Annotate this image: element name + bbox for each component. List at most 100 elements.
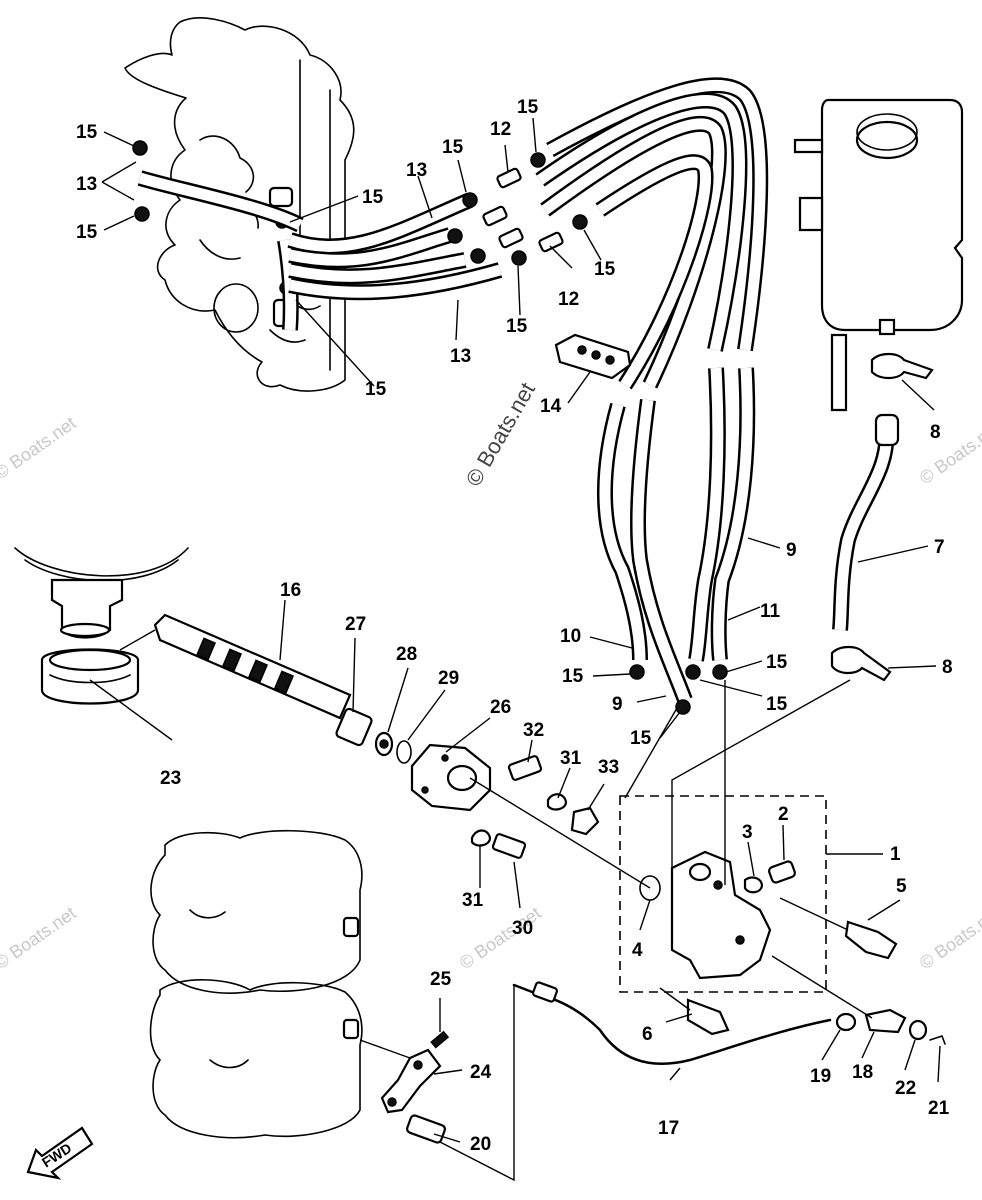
washer-3 — [743, 876, 764, 894]
callout-13b: 13 — [406, 160, 427, 181]
callout-32: 32 — [523, 720, 544, 741]
callout-22: 22 — [895, 1078, 916, 1099]
callout-25: 25 — [430, 969, 452, 990]
watermark-top-left: © Boats.net — [0, 413, 80, 483]
clip-15-l — [675, 699, 691, 715]
callout-2: 2 — [778, 804, 789, 825]
callout-18: 18 — [852, 1062, 873, 1083]
callout-16: 16 — [280, 580, 301, 601]
callout-30: 30 — [512, 918, 533, 939]
callout-15j: 15 — [766, 652, 788, 673]
callout-11: 11 — [760, 601, 781, 622]
clip-15-h — [572, 214, 588, 230]
leader-lines — [89, 117, 941, 1182]
lever-24 — [380, 1048, 442, 1114]
fitting-6 — [686, 998, 730, 1036]
callout-1: 1 — [890, 844, 901, 865]
callout-28: 28 — [396, 644, 417, 665]
callout-15a: 15 — [76, 122, 98, 143]
clip-15-c — [462, 192, 478, 208]
drive-gear-assembly — [14, 547, 189, 705]
callout-29: 29 — [438, 668, 459, 689]
nut-19 — [835, 1012, 857, 1032]
control-rod-17 — [512, 981, 946, 1065]
callout-20: 20 — [470, 1134, 491, 1155]
callout-15g: 15 — [506, 316, 528, 337]
pin-25 — [430, 1030, 450, 1049]
watermarks: © Boats.net © Boats.net © Boats.net © Bo… — [0, 378, 982, 973]
callout-21: 21 — [928, 1098, 950, 1119]
oring-29 — [396, 740, 412, 764]
watermark-center: © Boats.net — [461, 378, 540, 490]
fitting-5 — [844, 920, 898, 960]
spring-20 — [406, 1114, 446, 1144]
callout-3: 3 — [742, 822, 753, 843]
callout-6: 6 — [642, 1024, 653, 1045]
clip-15-d — [447, 228, 463, 244]
clip-15-f — [511, 250, 527, 266]
clip-15-g — [530, 152, 546, 168]
part-14-bracket — [554, 333, 632, 380]
callout-13a: 13 — [76, 174, 97, 195]
bolt-30 — [491, 833, 527, 859]
callout-15k: 15 — [766, 694, 788, 715]
callout-31a: 31 — [560, 748, 582, 769]
pump-cover-26 — [410, 743, 600, 859]
callout-labels: 15 13 15 15 13 15 12 15 15 12 15 13 15 1… — [76, 97, 953, 1155]
oil-pump-assembly-1 — [619, 795, 898, 1036]
joint-18 — [864, 1008, 907, 1034]
callout-27: 27 — [345, 614, 366, 635]
screw-2 — [768, 860, 796, 884]
callout-24: 24 — [470, 1062, 492, 1083]
watermark-right-top: © Boats.net — [916, 418, 982, 488]
callout-15b: 15 — [76, 222, 98, 243]
clip-15-b — [134, 206, 150, 222]
callout-17: 17 — [658, 1118, 679, 1139]
joint-12-upper — [482, 167, 564, 253]
clip-15-k — [712, 664, 728, 680]
callout-5: 5 — [896, 876, 907, 897]
callout-15f: 15 — [594, 259, 616, 280]
callout-14: 14 — [540, 396, 562, 417]
callout-4: 4 — [632, 940, 643, 961]
callout-15h: 15 — [365, 379, 387, 400]
callout-12a: 12 — [490, 119, 511, 140]
nut-33 — [570, 806, 600, 836]
callout-12b: 12 — [558, 289, 579, 310]
callout-15l: 15 — [630, 728, 652, 749]
callout-8a: 8 — [930, 422, 941, 443]
oil-hoses — [137, 77, 895, 703]
callout-19: 19 — [810, 1066, 831, 1087]
hose-clips-and-joints — [132, 140, 728, 715]
bushing-27 — [335, 707, 373, 747]
pump-group-box — [619, 795, 827, 993]
callout-13c: 13 — [450, 346, 471, 367]
clip-15-i — [629, 664, 645, 680]
washer-31-left — [470, 829, 492, 847]
callout-31b: 31 — [462, 890, 484, 911]
callout-15d: 15 — [442, 137, 464, 158]
pin-21 — [929, 1035, 946, 1045]
clip-15-a — [132, 140, 148, 156]
callout-7: 7 — [934, 537, 945, 558]
clamps-8 — [830, 352, 934, 682]
fwd-arrow-icon: FWD — [26, 1126, 94, 1180]
bolt-32 — [507, 755, 543, 781]
pump-drive-shaft-16 — [153, 613, 412, 764]
engine-block-lower — [149, 829, 363, 1139]
callout-15i: 15 — [562, 666, 584, 687]
washer-31-right — [546, 793, 568, 811]
callout-8b: 8 — [942, 657, 953, 678]
watermark-mid-left: © Boats.net — [0, 903, 80, 973]
callout-23: 23 — [160, 768, 181, 789]
clip-15-j — [685, 664, 701, 680]
callout-15c: 15 — [362, 187, 384, 208]
callout-9b: 9 — [612, 694, 623, 715]
callout-15e: 15 — [517, 97, 539, 118]
callout-10: 10 — [560, 626, 581, 647]
callout-26: 26 — [490, 697, 511, 718]
watermark-right-bottom: © Boats.net — [916, 903, 982, 973]
oil-tank — [793, 98, 964, 412]
callout-9a: 9 — [786, 540, 797, 561]
